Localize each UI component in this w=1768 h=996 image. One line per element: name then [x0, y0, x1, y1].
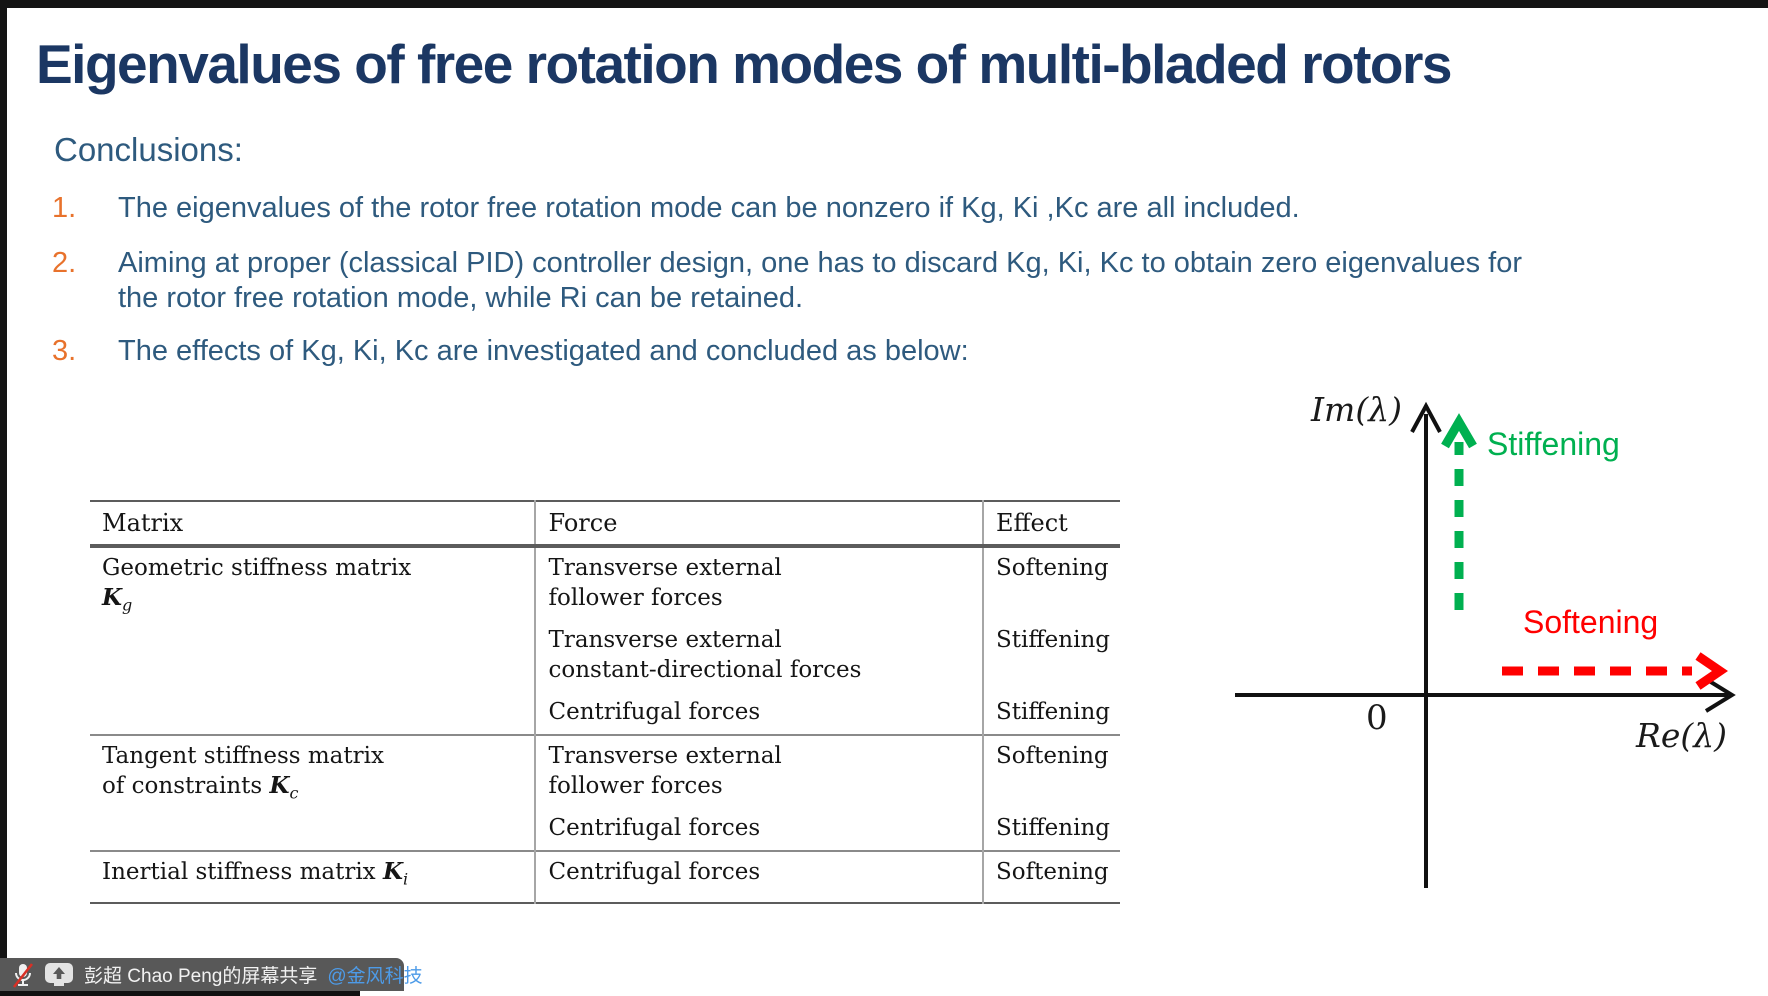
vertical-axis-arrowhead: [1410, 401, 1442, 433]
bottom-black-strip: [0, 991, 360, 996]
share-presenter-text: 彭超 Chao Peng的屏幕共享: [84, 966, 318, 987]
table-row: Tangent stiffness matrix of constraints …: [90, 734, 1120, 851]
effect-cell: Softening: [981, 546, 1120, 620]
table-row: Centrifugal forces Stiffening: [90, 808, 1120, 851]
force-cell: Transverse external follower forces: [534, 546, 983, 620]
conclusion-point-3: 3. The effects of Kg, Ki, Kc are investi…: [52, 334, 1568, 369]
force-cell: Transverse external constant-directional…: [534, 620, 983, 692]
slide-title: Eigenvalues of free rotation modes of mu…: [36, 33, 1452, 95]
point-number: 2.: [52, 247, 77, 279]
effect-cell: Stiffening: [981, 808, 1120, 851]
share-mention-link[interactable]: @金风科技: [327, 966, 423, 987]
conclusions-heading: Conclusions:: [54, 131, 243, 168]
effect-cell: Stiffening: [981, 620, 1120, 692]
softening-label: Softening: [1523, 604, 1659, 640]
eigenvalue-diagram: [1235, 401, 1736, 888]
table-row: Transverse external constant-directional…: [90, 620, 1120, 692]
matrix-cell-ki: Inertial stiffness matrix Ki: [90, 850, 536, 903]
force-cell: Centrifugal forces: [534, 850, 983, 903]
header-matrix: Matrix: [90, 501, 536, 548]
softening-arrowhead: [1695, 652, 1728, 690]
stiffening-arrowhead: [1441, 413, 1477, 449]
mic-muted-icon: [12, 962, 34, 988]
table-header-row: Matrix Force Effect: [90, 501, 1120, 548]
force-cell: Centrifugal forces: [534, 692, 983, 735]
re-axis-label: Re(λ): [1636, 716, 1728, 755]
force-cell: Transverse external follower forces: [534, 734, 983, 808]
header-effect: Effect: [981, 501, 1120, 548]
effect-cell: Softening: [981, 850, 1120, 903]
effect-cell: Softening: [981, 734, 1120, 808]
point-text: The effects of Kg, Ki, Kc are investigat…: [118, 335, 969, 367]
force-cell: Centrifugal forces: [534, 808, 983, 851]
matrix-cell-kc: Tangent stiffness matrix of constraints …: [90, 734, 536, 851]
effect-cell: Stiffening: [981, 692, 1120, 735]
conclusion-point-2: 2. Aiming at proper (classical PID) cont…: [52, 246, 1568, 316]
header-force: Force: [534, 501, 983, 548]
table-row: Geometric stiffness matrix Kg Transverse…: [90, 546, 1120, 620]
conclusion-point-1: 1. The eigenvalues of the rotor free rot…: [52, 191, 1568, 226]
point-text: The eigenvalues of the rotor free rotati…: [118, 192, 1300, 224]
table-row: Inertial stiffness matrix Ki Centrifugal…: [90, 850, 1120, 903]
top-border: [0, 0, 1768, 8]
point-number: 1.: [52, 192, 77, 224]
im-axis-label: Im(λ): [1311, 390, 1402, 429]
origin-label: 0: [1366, 698, 1388, 738]
screen-share-icon: [45, 962, 73, 986]
screen-share-bar[interactable]: 彭超 Chao Peng的屏幕共享 @金风科技: [0, 958, 423, 991]
stiffening-label: Stiffening: [1487, 426, 1620, 462]
left-border: [0, 0, 7, 958]
effects-table: Matrix Force Effect Geometric stiffness …: [90, 500, 1120, 904]
horizontal-axis-arrowhead: [1704, 677, 1736, 713]
point-text: Aiming at proper (classical PID) control…: [118, 247, 1522, 314]
point-number: 3.: [52, 335, 77, 367]
table-row: Centrifugal forces Stiffening: [90, 692, 1120, 735]
matrix-cell-kg: Geometric stiffness matrix Kg: [102, 555, 412, 615]
